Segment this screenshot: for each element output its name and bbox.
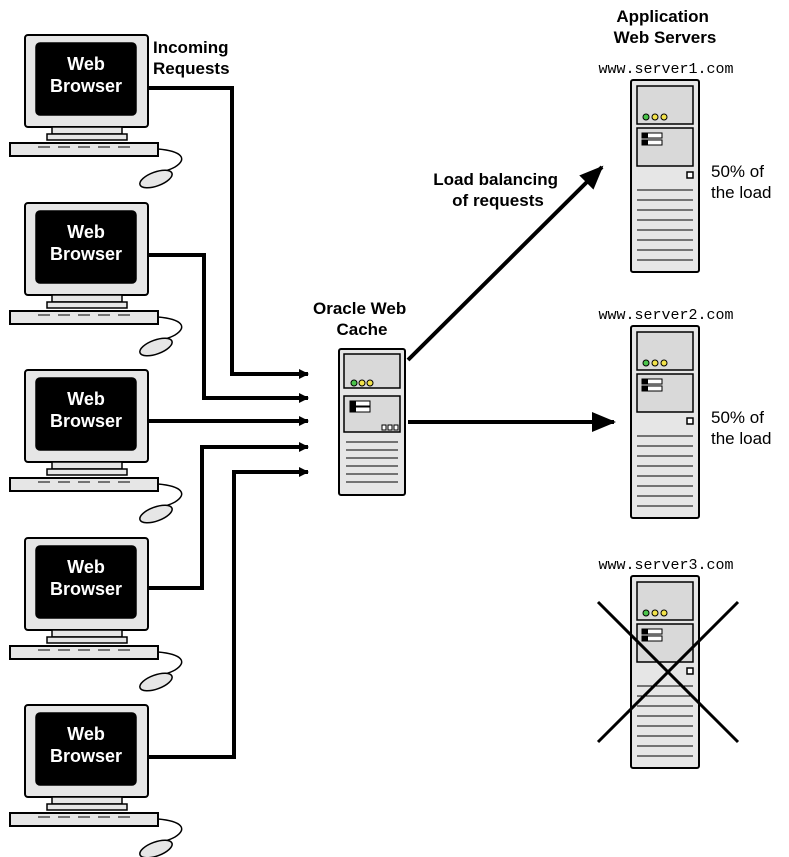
connector-browser-4	[148, 442, 309, 590]
cache-tower	[338, 348, 406, 496]
browser-label-line1: Web	[67, 557, 105, 577]
incoming-requests-label: Incoming Requests	[153, 38, 233, 78]
browser-label-line1: Web	[67, 54, 105, 74]
server-led-yellow	[660, 113, 668, 121]
cache-label: Oracle Web Cache	[313, 299, 411, 339]
server-led-yellow	[660, 609, 668, 617]
browser-label-line1: Web	[67, 222, 105, 242]
monitor-screen	[35, 42, 137, 116]
connector-browser-1	[148, 86, 309, 379]
browser-label-line2: Browser	[50, 411, 122, 431]
cache-led-yellow-2	[366, 379, 374, 387]
server-down-cross	[596, 600, 740, 744]
request-connectors	[148, 86, 309, 759]
server-hostname: www.server2.com	[598, 307, 733, 324]
load-balancing-label: Load balancing of requests	[433, 170, 562, 210]
browser-label-line2: Browser	[50, 746, 122, 766]
server-led-yellow	[651, 359, 659, 367]
app-servers-label: Application Web Servers	[614, 7, 717, 47]
browser-label-line1: Web	[67, 389, 105, 409]
monitor-screen	[35, 545, 137, 619]
keyboard	[9, 142, 159, 157]
keyboard	[9, 645, 159, 660]
server-hostname: www.server1.com	[598, 61, 733, 78]
app-server-1: www.server1.com 50% of the load	[598, 61, 772, 273]
cache-led-green	[350, 379, 358, 387]
server-led-green	[642, 359, 650, 367]
keyboard	[9, 477, 159, 492]
mouse	[139, 504, 173, 524]
monitor-screen	[35, 210, 137, 284]
server-load-line1: 50% of	[711, 162, 764, 181]
connector-cache-server-1	[406, 165, 604, 362]
browsers-layer: WebBrowserWebBrowserWebBrowserWebBrowser…	[9, 34, 183, 857]
server-led-yellow	[651, 609, 659, 617]
monitor-screen	[35, 712, 137, 786]
server-led-green	[642, 113, 650, 121]
server-led-yellow	[651, 113, 659, 121]
server-load-line2: the load	[711, 183, 772, 202]
connector-browser-5	[148, 467, 309, 759]
server-hostname: www.server3.com	[598, 557, 733, 574]
monitor-screen	[35, 377, 137, 451]
balancing-connectors	[406, 165, 616, 432]
server-led-yellow	[660, 359, 668, 367]
mouse	[139, 839, 173, 857]
app-server-3: www.server3.com	[596, 557, 740, 769]
browser-label-line2: Browser	[50, 244, 122, 264]
mouse	[139, 672, 173, 692]
mouse	[139, 337, 173, 357]
keyboard	[9, 310, 159, 325]
browser-label-line2: Browser	[50, 76, 122, 96]
server-load-line1: 50% of	[711, 408, 764, 427]
cache-led-yellow-1	[358, 379, 366, 387]
keyboard	[9, 812, 159, 827]
browser-label-line1: Web	[67, 724, 105, 744]
app-server-2: www.server2.com 50% of the load	[598, 307, 772, 519]
mouse	[139, 169, 173, 189]
browser-label-line2: Browser	[50, 579, 122, 599]
server-load-line2: the load	[711, 429, 772, 448]
server-led-green	[642, 609, 650, 617]
connector-browser-2	[148, 253, 309, 403]
